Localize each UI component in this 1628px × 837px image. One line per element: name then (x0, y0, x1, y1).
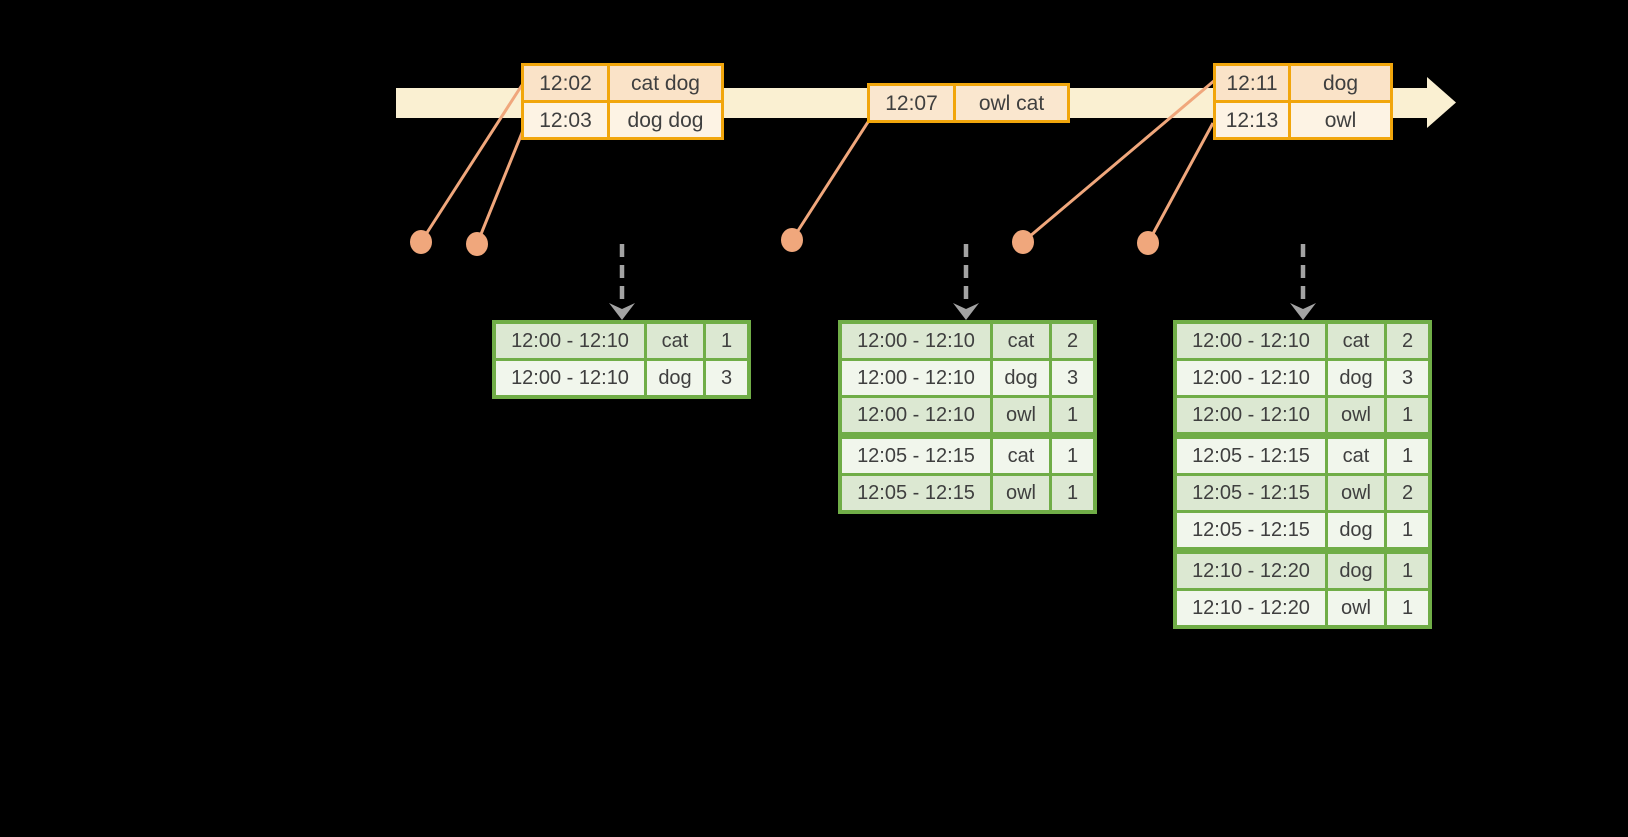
window-cell: 12:10 - 12:20 (1177, 554, 1325, 588)
word-cell: cat (993, 324, 1049, 358)
timeline-arrowhead-icon (1427, 77, 1456, 128)
trigger-arrow (609, 244, 635, 320)
word-cell: owl (1328, 591, 1384, 625)
event-dot-icon (781, 228, 803, 252)
count-cell: 1 (1387, 591, 1428, 625)
word-cell: owl (993, 476, 1049, 510)
count-cell: 1 (706, 324, 747, 358)
window-cell: 12:00 - 12:10 (496, 324, 644, 358)
event-dot-icon (1137, 231, 1159, 255)
window-cell: 12:00 - 12:10 (1177, 324, 1325, 358)
word-cell: cat (1328, 439, 1384, 473)
event-dot-icon (1012, 230, 1034, 254)
count-cell: 3 (706, 361, 747, 395)
window-cell: 12:05 - 12:15 (842, 439, 990, 473)
count-cell: 1 (1387, 554, 1428, 588)
trigger-arrow (1290, 244, 1316, 320)
word-cell: owl (993, 398, 1049, 432)
down-arrowhead-icon (1290, 303, 1316, 320)
count-cell: 1 (1387, 439, 1428, 473)
event-dot-icon (466, 232, 488, 256)
event-time-cell: 12:03 (524, 103, 607, 137)
count-cell: 1 (1052, 476, 1093, 510)
word-cell: dog (1328, 554, 1384, 588)
down-arrowhead-icon (609, 303, 635, 320)
count-cell: 1 (1387, 513, 1428, 547)
window-cell: 12:00 - 12:10 (842, 361, 990, 395)
window-cell: 12:00 - 12:10 (496, 361, 644, 395)
count-cell: 1 (1052, 439, 1093, 473)
word-cell: dog (1328, 513, 1384, 547)
word-cell: cat (993, 439, 1049, 473)
event-time-cell: 12:13 (1216, 103, 1288, 137)
word-cell: dog (647, 361, 703, 395)
window-cell: 12:00 - 12:10 (842, 398, 990, 432)
word-cell: dog (1328, 361, 1384, 395)
trigger-arrow (953, 244, 979, 320)
word-cell: cat (1328, 324, 1384, 358)
event-connector-line (475, 127, 526, 245)
window-cell: 12:05 - 12:15 (842, 476, 990, 510)
count-cell: 1 (1052, 398, 1093, 432)
event-words-cell: owl cat (956, 86, 1067, 120)
window-cell: 12:00 - 12:10 (1177, 398, 1325, 432)
window-cell: 12:05 - 12:15 (1177, 513, 1325, 547)
word-cell: owl (1328, 398, 1384, 432)
window-cell: 12:05 - 12:15 (1177, 476, 1325, 510)
count-cell: 1 (1387, 398, 1428, 432)
event-time-cell: 12:07 (870, 86, 953, 120)
count-cell: 2 (1387, 324, 1428, 358)
down-arrowhead-icon (953, 303, 979, 320)
word-cell: owl (1328, 476, 1384, 510)
event-connector-line (1146, 122, 1215, 244)
word-cell: cat (647, 324, 703, 358)
window-cell: 12:00 - 12:10 (1177, 361, 1325, 395)
word-cell: dog (993, 361, 1049, 395)
event-dot-icon (410, 230, 432, 254)
event-words-cell: cat dog (610, 66, 721, 100)
count-cell: 2 (1387, 476, 1428, 510)
window-cell: 12:00 - 12:10 (842, 324, 990, 358)
event-time-cell: 12:02 (524, 66, 607, 100)
event-connector-line (790, 121, 870, 241)
event-words-cell: dog (1291, 66, 1390, 100)
window-cell: 12:05 - 12:15 (1177, 439, 1325, 473)
window-cell: 12:10 - 12:20 (1177, 591, 1325, 625)
event-words-cell: dog dog (610, 103, 721, 137)
count-cell: 3 (1052, 361, 1093, 395)
event-words-cell: owl (1291, 103, 1390, 137)
event-time-cell: 12:11 (1216, 66, 1288, 100)
count-cell: 2 (1052, 324, 1093, 358)
count-cell: 3 (1387, 361, 1428, 395)
